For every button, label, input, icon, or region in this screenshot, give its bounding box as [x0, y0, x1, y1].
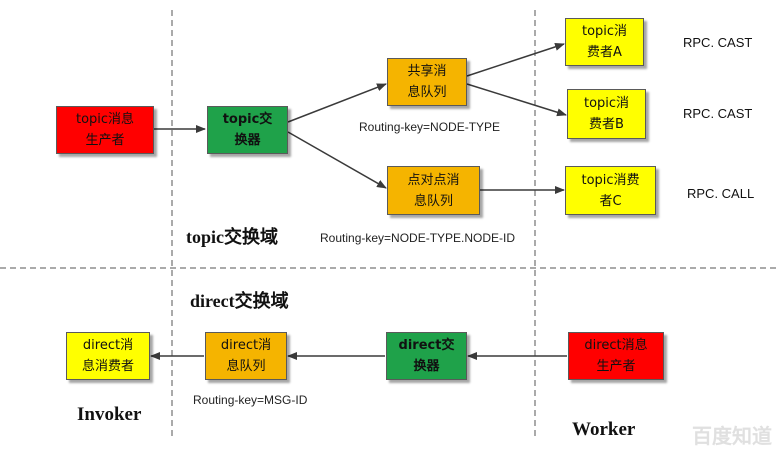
arrow-exchange-to-shared-queue — [287, 83, 387, 123]
rpc-cast-label-1: RPC. CAST — [683, 35, 753, 50]
direct-consumer-node: direct消 息消费者 — [66, 332, 150, 380]
topic-consumer-b-label: topic消 费者B — [583, 96, 630, 132]
topic-consumer-a-node: topic消 费者A — [565, 18, 644, 66]
arrow-shared-queue-to-consumer-a — [466, 43, 565, 77]
direct-exchange-label: direct交 换器 — [398, 338, 455, 374]
topic-domain-title: topic交换域 — [186, 227, 278, 247]
topic-exchange-label: topic交 换器 — [222, 112, 273, 148]
direct-domain-title: direct交换域 — [190, 291, 289, 311]
worker-title: Worker — [572, 419, 636, 440]
topic-producer-node: topic消息 生产者 — [56, 106, 154, 154]
routing-key-msg-id: Routing-key=MSG-ID — [193, 393, 308, 407]
topic-exchange-node: topic交 换器 — [207, 106, 288, 154]
rpc-call-label: RPC. CALL — [687, 186, 755, 201]
direct-exchange-node: direct交 换器 — [386, 332, 467, 380]
invoker-title: Invoker — [77, 404, 142, 425]
topic-consumer-b-node: topic消 费者B — [567, 89, 646, 139]
direct-consumer-label: direct消 息消费者 — [81, 338, 134, 374]
topic-consumer-a-label: topic消 费者A — [581, 24, 628, 60]
direct-queue-node: direct消 息队列 — [205, 332, 287, 380]
arrow-exchange-to-p2p-queue — [287, 131, 387, 189]
direct-producer-node: direct消息 生产者 — [568, 332, 664, 380]
shared-queue-label: 共享消 息队列 — [407, 64, 447, 100]
rpc-cast-label-2: RPC. CAST — [683, 106, 753, 121]
topic-consumer-c-node: topic消费 者C — [565, 166, 656, 215]
p2p-queue-label: 点对点消 息队列 — [407, 172, 460, 209]
routing-key-node-type-id: Routing-key=NODE-TYPE.NODE-ID — [320, 231, 516, 245]
watermark-logo: 百度知道 — [692, 424, 772, 448]
shared-queue-node: 共享消 息队列 — [387, 58, 467, 106]
routing-key-node-type: Routing-key=NODE-TYPE — [359, 120, 501, 134]
direct-producer-label: direct消息 生产者 — [584, 338, 648, 374]
topic-producer-label: topic消息 生产者 — [75, 112, 135, 148]
direct-queue-label: direct消 息队列 — [220, 338, 272, 374]
p2p-queue-node: 点对点消 息队列 — [387, 166, 480, 215]
arrow-shared-queue-to-consumer-b — [466, 83, 567, 117]
topic-consumer-c-label: topic消费 者C — [581, 172, 640, 209]
